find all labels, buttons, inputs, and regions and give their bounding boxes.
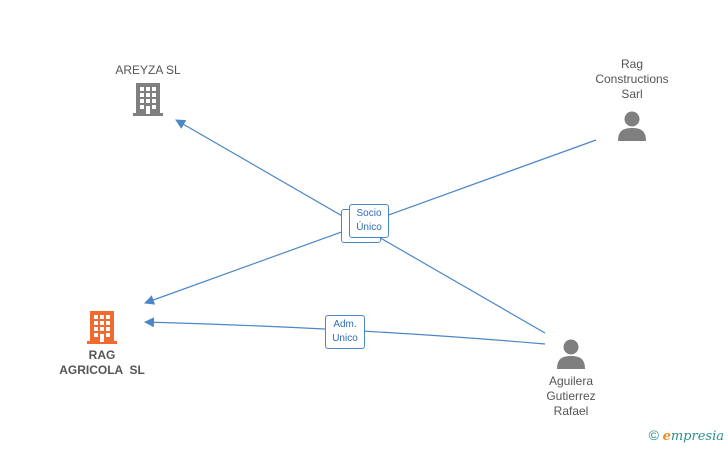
edge-label-line1: Adm. xyxy=(333,319,357,330)
node-aguilera[interactable]: Aguilera Gutierrez Rafael xyxy=(521,338,621,419)
node-areyza[interactable]: AREYZA SL xyxy=(98,63,198,117)
node-label-line: Rafael xyxy=(553,404,589,418)
node-label-line: Constructions xyxy=(595,72,669,86)
edge-label-line1: Socio xyxy=(356,208,382,219)
person-icon xyxy=(618,111,646,141)
building-icon xyxy=(87,311,117,344)
person-icon xyxy=(557,339,585,369)
edge-label-line2: Único xyxy=(356,222,382,233)
edge-label-adm-unico: Adm. Unico xyxy=(325,315,365,349)
node-label: AREYZA SL xyxy=(115,63,181,77)
node-label-line: RAG xyxy=(88,348,116,362)
edge-label-line2: Unico xyxy=(332,333,358,344)
node-label-line: Aguilera xyxy=(548,374,594,388)
copyright-icon: © xyxy=(648,427,659,443)
node-label-line: AGRICOLA SL xyxy=(59,363,145,377)
node-rag-constructions[interactable]: Rag Constructions Sarl xyxy=(582,57,682,142)
brand-name: mpresia xyxy=(670,429,724,444)
building-icon xyxy=(133,83,163,116)
node-label-line: Gutierrez xyxy=(546,389,596,403)
node-label-line: Sarl xyxy=(621,87,643,101)
node-label-line: Rag xyxy=(620,57,643,71)
brand-initial: e xyxy=(662,429,671,444)
empresia-logo: © empresia xyxy=(649,427,724,444)
edge-label-socio-unico: Socio Único xyxy=(349,204,389,238)
node-rag-agricola[interactable]: RAG AGRICOLA SL xyxy=(52,309,152,378)
